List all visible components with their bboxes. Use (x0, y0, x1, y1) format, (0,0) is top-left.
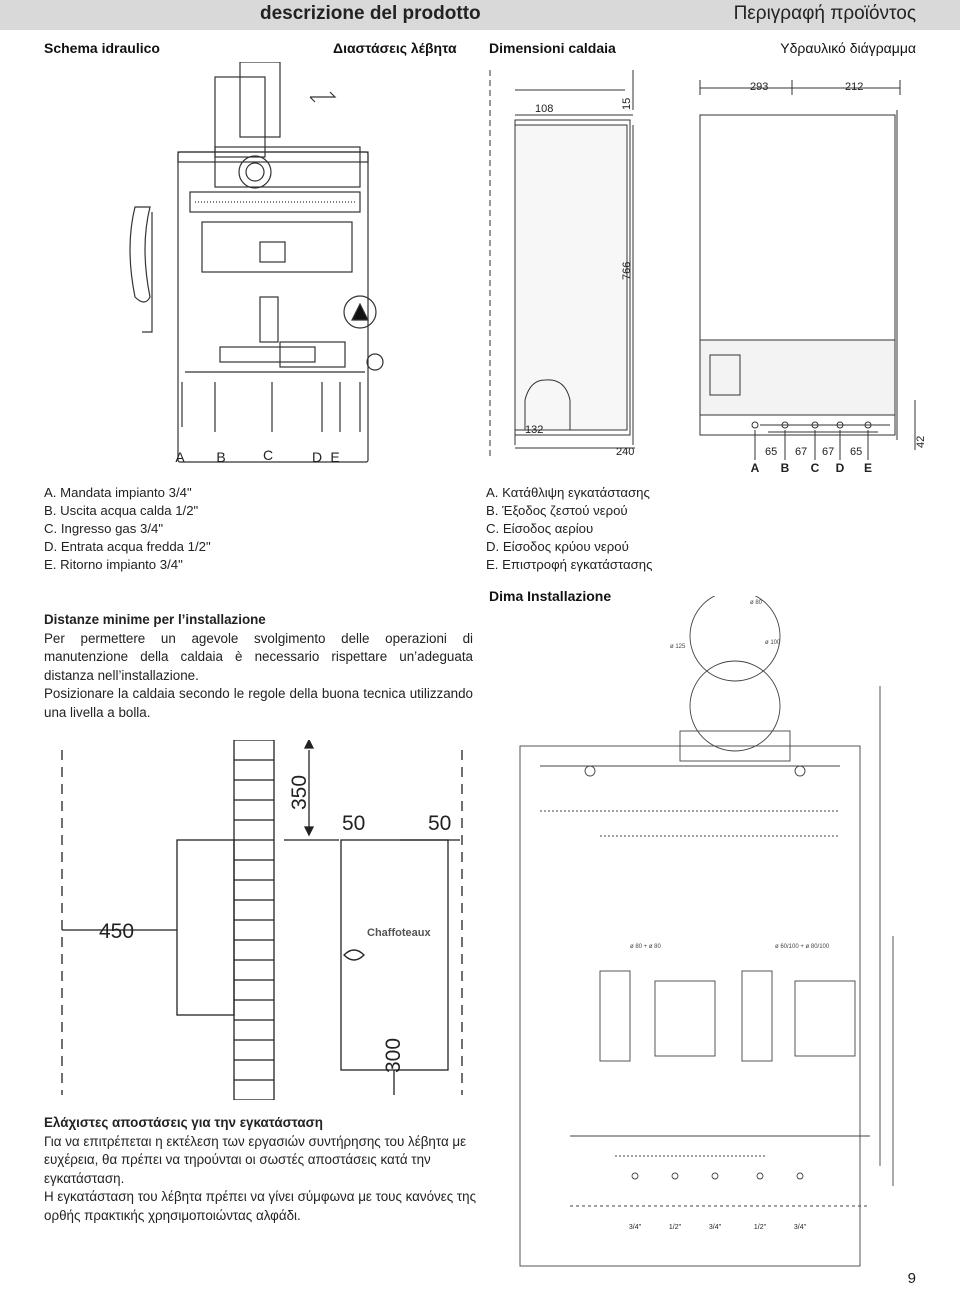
dim-65-b: 65 (850, 446, 862, 458)
tpl-size-c: 3/4" (709, 1224, 722, 1231)
page-title-greek: Περιγραφή προϊόντος (733, 3, 916, 24)
section-dimensioni-caldaia: Dimensioni caldaia (489, 40, 616, 56)
greek-p1: Για να επιτρέπεται η εκτέλεση των εργασι… (44, 1133, 467, 1186)
hyd-label-e: E (330, 449, 339, 465)
distances-p2: Posizionare la caldaia secondo le regole… (44, 686, 473, 720)
legend-gr-e: E. Επιστροφή εγκατάστασης (486, 557, 653, 572)
tpl-phi125: ø 125 (670, 644, 686, 650)
dist-50-a: 50 (342, 812, 365, 835)
hyd-label-c: C (263, 447, 273, 463)
tpl-phi80: ø 80 (750, 600, 763, 606)
legend-greek: A. Κατάθλιψη εγκατάστασης B. Έξοδος ζεστ… (486, 484, 652, 574)
dim-67-b: 67 (822, 446, 834, 458)
legend-it-c: C. Ingresso gas 3/4" (44, 521, 164, 536)
dim-240: 240 (616, 446, 634, 458)
brand-logo-text: Chaffoteaux (367, 927, 431, 939)
header-bar (0, 0, 960, 30)
legend-gr-c: C. Είσοδος αερίου (486, 521, 594, 536)
legend-it-e: E. Ritorno impianto 3/4" (44, 557, 183, 572)
distances-heading: Distanze minime per l’installazione (44, 612, 266, 627)
page-title-italian: descrizione del prodotto (260, 3, 481, 24)
section-ydraulico: Υδραυλικό διάγραμμα (780, 40, 916, 56)
tpl-phi6080: ø 60/100 + ø 80/100 (775, 944, 830, 950)
legend-italian: A. Mandata impianto 3/4" B. Uscita acqua… (44, 484, 211, 574)
boiler-front-dimensions: 293 212 42 65 67 67 65 A B C D E (699, 80, 927, 475)
tpl-phi80-80: ø 80 + ø 80 (630, 944, 662, 950)
dim-212: 212 (845, 81, 863, 93)
section-dima: Dima Installazione (489, 588, 612, 604)
dim-293: 293 (750, 81, 768, 93)
tpl-size-e: 3/4" (794, 1224, 807, 1231)
distances-p1: Per permettere un agevole svolgimento de… (44, 630, 473, 683)
distances-greek: Ελάχιστες αποστάσεις για την εγκατάσταση… (44, 1114, 484, 1226)
distances-italian: Distanze minime per l’installazione Per … (44, 611, 473, 723)
dim-67-a: 67 (795, 446, 807, 458)
legend-it-a: A. Mandata impianto 3/4" (44, 485, 192, 500)
greek-p2: Η εγκατάσταση του λέβητα πρέπει να γίνει… (44, 1189, 477, 1223)
dim-65-a: 65 (765, 446, 777, 458)
conn-c: C (811, 461, 820, 475)
legend-gr-d: D. Είσοδος κρύου νερού (486, 539, 629, 554)
hyd-label-d: D (312, 449, 322, 465)
greek-heading: Ελάχιστες αποστάσεις για την εγκατάσταση (44, 1115, 323, 1130)
legend-it-b: B. Uscita acqua calda 1/2" (44, 503, 199, 518)
dim-15: 15 (621, 98, 633, 110)
dist-50-b: 50 (428, 812, 451, 835)
page-number: 9 (907, 1270, 916, 1287)
conn-d: D (836, 461, 845, 475)
tpl-size-d: 1/2" (754, 1224, 767, 1231)
legend-gr-a: A. Κατάθλιψη εγκατάστασης (486, 485, 650, 500)
hyd-label-b: B (216, 449, 225, 465)
dim-108: 108 (535, 103, 553, 115)
section-diastaseis: Διαστάσεις λέβητα (333, 40, 457, 56)
conn-e: E (864, 461, 872, 475)
tpl-size-b: 1/2" (669, 1224, 682, 1231)
dim-42: 42 (915, 436, 927, 448)
boiler-side-dimensions: 108 15 766 132 240 (489, 70, 635, 460)
legend-it-d: D. Entrata acqua fredda 1/2" (44, 539, 211, 554)
tpl-phi100: ø 100 (765, 640, 781, 646)
min-distance-diagram: 350 50 50 450 300 Chaffoteaux (61, 740, 463, 1100)
section-schema-idraulico: Schema idraulico (44, 40, 160, 56)
conn-a: A (751, 461, 760, 475)
dim-132: 132 (525, 424, 543, 436)
tpl-size-a: 3/4" (629, 1224, 642, 1231)
legend-gr-b: B. Έξοδος ζεστού νερού (486, 503, 628, 518)
installation-template: ø 80 ø 125 ø 100 ø 80 + ø 80 ø 60/100 + … (519, 596, 894, 1267)
dist-450: 450 (99, 920, 134, 943)
conn-b: B (781, 461, 790, 475)
dist-300: 300 (382, 1038, 405, 1073)
hyd-label-a: A (175, 449, 185, 465)
dist-350: 350 (288, 775, 311, 810)
dim-766: 766 (621, 262, 633, 280)
hydraulic-diagram: A B C D E (129, 62, 384, 465)
